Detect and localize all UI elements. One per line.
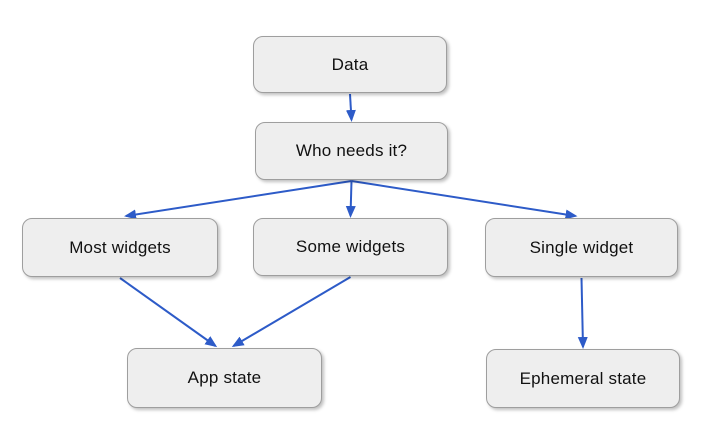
node-data: Data xyxy=(253,36,447,93)
edge-some-to-app xyxy=(231,276,352,348)
node-who: Who needs it? xyxy=(255,122,448,180)
node-some: Some widgets xyxy=(253,218,448,276)
node-ephemeral: Ephemeral state xyxy=(486,349,680,408)
edge-who-to-most xyxy=(124,180,352,220)
node-label-most: Most widgets xyxy=(69,237,171,257)
node-label-single: Single widget xyxy=(529,237,634,257)
node-label-some: Some widgets xyxy=(295,237,406,256)
edge-data-to-who xyxy=(345,93,356,122)
edge-single-to-ephemeral xyxy=(577,277,588,349)
node-app: App state xyxy=(127,348,322,408)
node-label-who: Who needs it? xyxy=(295,141,408,160)
node-label-ephemeral: Ephemeral state xyxy=(519,368,647,388)
node-single: Single widget xyxy=(485,218,678,277)
node-most: Most widgets xyxy=(22,218,218,277)
edge-who-to-single xyxy=(351,180,578,220)
node-label-data: Data xyxy=(331,54,369,74)
edge-most-to-app xyxy=(119,277,218,348)
edge-who-to-some xyxy=(345,180,356,218)
node-label-app: App state xyxy=(187,368,262,387)
